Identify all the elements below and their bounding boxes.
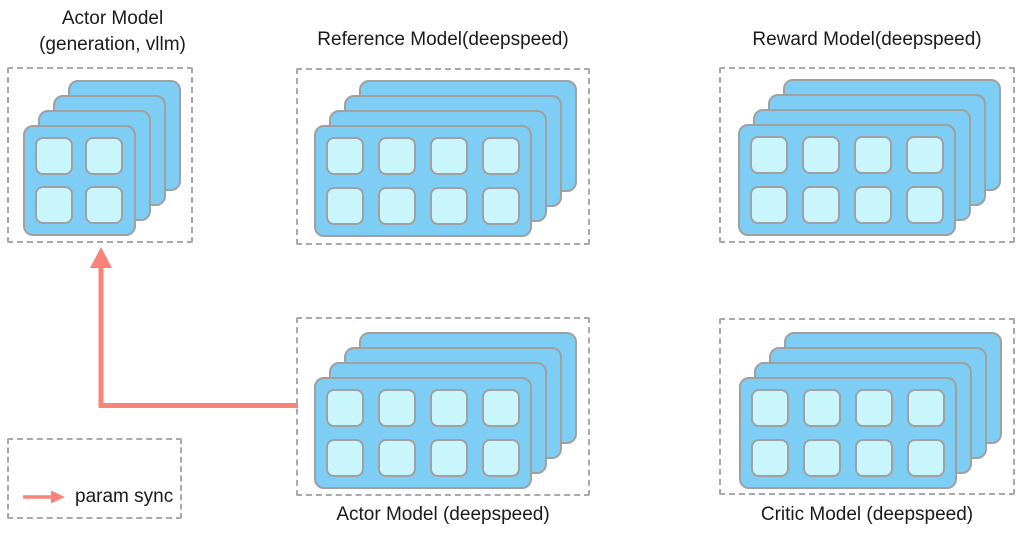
critic-model-title: Critic Model (deepspeed) xyxy=(760,504,974,525)
gpu-square xyxy=(482,439,520,477)
gpu-card-front xyxy=(314,377,532,489)
gpu-square xyxy=(326,439,364,477)
gpu-square xyxy=(907,389,945,427)
gpu-square xyxy=(482,137,520,175)
gpu-square xyxy=(430,187,468,225)
gpu-square xyxy=(430,389,468,427)
gpu-square xyxy=(906,186,944,224)
reference-model-box xyxy=(296,68,590,245)
actor-vllm-box xyxy=(7,67,193,243)
gpu-card-front xyxy=(739,377,957,489)
gpu-square xyxy=(326,389,364,427)
gpu-card-front xyxy=(23,125,136,236)
gpu-square xyxy=(35,186,73,224)
actor-vllm-title: Actor Model (generation, vllm) xyxy=(5,6,220,57)
gpu-square xyxy=(802,136,840,174)
gpu-square xyxy=(378,137,416,175)
reward-model-title: Reward Model(deepspeed) xyxy=(752,29,982,50)
gpu-square xyxy=(803,389,841,427)
gpu-square xyxy=(751,439,789,477)
gpu-square xyxy=(906,136,944,174)
legend-box: param sync xyxy=(7,438,182,519)
legend-label: param sync xyxy=(75,486,174,507)
gpu-square xyxy=(378,389,416,427)
gpu-square xyxy=(85,137,123,175)
critic-model-box xyxy=(719,318,1015,495)
gpu-square xyxy=(430,137,468,175)
param-sync-arrow-icon xyxy=(23,490,65,504)
gpu-square xyxy=(750,136,788,174)
actor-vllm-title-line2: (generation, vllm) xyxy=(39,33,186,55)
gpu-card-front xyxy=(738,124,956,236)
gpu-square xyxy=(482,389,520,427)
legend-row: param sync xyxy=(21,486,173,508)
gpu-square xyxy=(35,137,73,175)
gpu-square xyxy=(750,186,788,224)
actor-deepspeed-title: Actor Model (deepspeed) xyxy=(336,504,550,525)
reference-model-title: Reference Model(deepspeed) xyxy=(317,29,569,50)
gpu-square xyxy=(854,136,892,174)
gpu-square xyxy=(803,439,841,477)
gpu-square xyxy=(378,439,416,477)
gpu-square xyxy=(751,389,789,427)
gpu-square xyxy=(854,186,892,224)
gpu-square xyxy=(326,187,364,225)
gpu-square xyxy=(855,439,893,477)
gpu-square xyxy=(855,389,893,427)
gpu-square xyxy=(482,187,520,225)
actor-vllm-title-line1: Actor Model xyxy=(61,8,164,29)
gpu-square xyxy=(907,439,945,477)
gpu-square xyxy=(326,137,364,175)
actor-deepspeed-box xyxy=(296,317,590,496)
gpu-card-front xyxy=(314,125,532,237)
gpu-square xyxy=(802,186,840,224)
gpu-square xyxy=(430,439,468,477)
gpu-square xyxy=(85,186,123,224)
gpu-square xyxy=(378,187,416,225)
reward-model-box xyxy=(719,67,1015,243)
